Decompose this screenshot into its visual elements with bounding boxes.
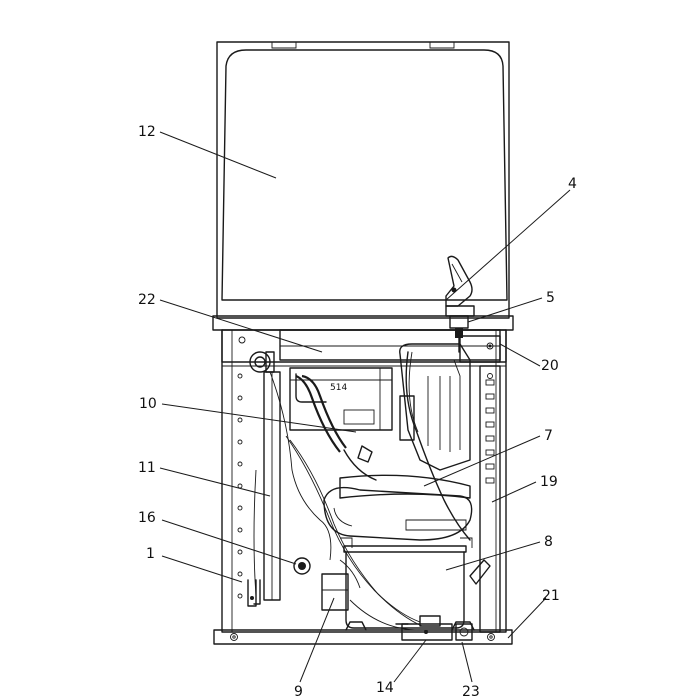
part-number-label: 514 <box>330 383 347 393</box>
callout-19: 19 <box>540 474 558 490</box>
regulator-fitting <box>449 315 469 353</box>
callout-4: 4 <box>568 176 577 192</box>
callout-11: 11 <box>138 460 156 476</box>
compressor <box>340 537 491 629</box>
condenser-coil <box>399 343 471 541</box>
callout-22: 22 <box>138 292 156 308</box>
mounting-bolt <box>455 623 473 641</box>
callout-8: 8 <box>544 534 553 550</box>
fan-shroud <box>323 474 473 541</box>
power-cord <box>247 579 257 607</box>
grommet <box>293 557 311 575</box>
callout-21: 21 <box>542 588 560 604</box>
tubing <box>269 371 377 561</box>
callout-14: 14 <box>376 680 394 696</box>
callout-labels: 12 4 5 22 20 10 7 11 19 16 8 1 21 9 14 2… <box>138 124 577 700</box>
bubbler <box>445 255 475 317</box>
filter-drier <box>395 615 453 641</box>
callout-20: 20 <box>541 358 559 374</box>
leader-lines <box>159 131 571 683</box>
callout-12: 12 <box>138 124 156 140</box>
start-relay <box>321 559 361 611</box>
strainer-valve <box>249 351 275 373</box>
callout-16: 16 <box>138 510 156 526</box>
callout-9: 9 <box>294 684 303 700</box>
callout-10: 10 <box>139 396 157 412</box>
callout-1: 1 <box>146 546 155 562</box>
callout-7: 7 <box>544 428 553 444</box>
vertical-channel <box>253 371 281 605</box>
wiring-harness <box>285 435 423 631</box>
backsplash-panel <box>212 41 514 331</box>
cooling-tank: 514 <box>289 367 393 431</box>
callout-23: 23 <box>462 684 480 700</box>
electrical-box <box>459 335 501 363</box>
callout-5: 5 <box>546 290 555 306</box>
